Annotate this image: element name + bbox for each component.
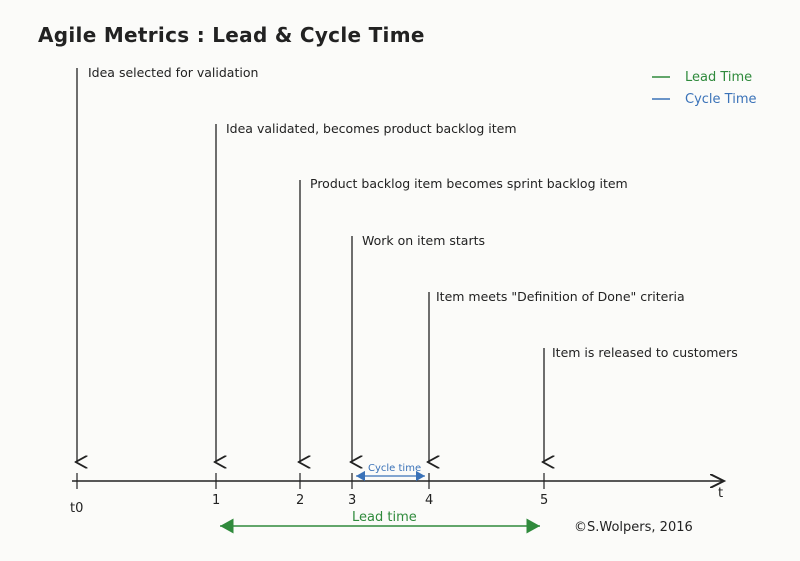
lead-time-label: Lead time (352, 510, 417, 525)
axis-label-t: t (718, 486, 723, 501)
tick-label-1: 1 (212, 493, 220, 508)
legend-lead-time: Lead Time (685, 70, 752, 85)
tick-label-3: 3 (348, 493, 356, 508)
diagram-title: Agile Metrics : Lead & Cycle Time (38, 23, 425, 47)
tick-label-5: 5 (540, 493, 548, 508)
cycle-time-label: Cycle time (368, 463, 421, 474)
event-label-3: Work on item starts (362, 233, 485, 248)
copyright-text: ©S.Wolpers, 2016 (574, 520, 693, 535)
event-label-2: Product backlog item becomes sprint back… (310, 176, 628, 191)
tick-label-4: 4 (425, 493, 433, 508)
tick-label-2: 2 (296, 493, 304, 508)
event-label-t0: Idea selected for validation (88, 65, 258, 80)
event-label-4: Item meets "Definition of Done" criteria (436, 289, 685, 304)
legend-cycle-time: Cycle Time (685, 92, 756, 107)
event-label-1: Idea validated, becomes product backlog … (226, 121, 517, 136)
tick-label-t0: t0 (70, 501, 83, 516)
event-label-5: Item is released to customers (552, 345, 738, 360)
